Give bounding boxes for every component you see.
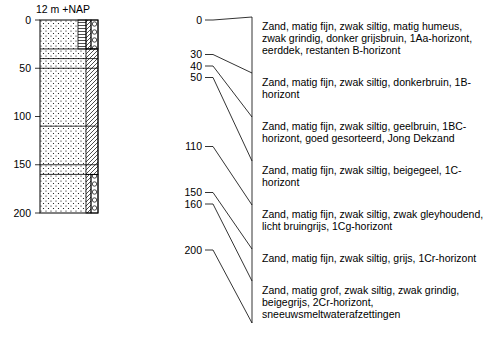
layer-description: Zand, matig fijn, zwak siltig, zwak gley…: [262, 208, 484, 232]
leader-lines: [205, 17, 252, 323]
layer-description: Zand, matig fijn, zwak siltig, grijs, 1C…: [262, 252, 484, 264]
leader-line: [213, 193, 252, 250]
leader-line: [213, 78, 252, 162]
axis-label: 0: [25, 15, 31, 26]
leader-line: [213, 17, 252, 20]
layer-description: Zand, matig fijn, zwak siltig, geelbruin…: [262, 120, 484, 144]
leader-line: [205, 204, 213, 205]
layer-boundaries: [40, 49, 98, 174]
elevation-label: 12 m +NAP: [36, 4, 90, 15]
leader-line: [213, 66, 252, 117]
depth-label: 160: [184, 199, 202, 210]
axis-label: 150: [13, 159, 31, 170]
depth-label: 150: [184, 187, 202, 198]
leader-line: [205, 66, 213, 67]
leader-line: [205, 146, 213, 147]
axis-label: 50: [19, 63, 31, 74]
leader-line: [205, 192, 213, 193]
layer-description: Zand, matig fijn, zwak siltig, matig hum…: [262, 20, 484, 56]
depth-label: 50: [190, 72, 202, 83]
leader-line: [205, 54, 213, 55]
layer-description: Zand, matig grof, zwak siltig, zwak grin…: [262, 284, 484, 320]
depth-label: 0: [196, 15, 202, 26]
humus-fill: [78, 20, 86, 49]
axis-label: 100: [13, 111, 31, 122]
axis-label: 200: [13, 208, 31, 219]
depth-label: 30: [190, 49, 202, 60]
leader-line: [252, 17, 253, 323]
axis-ticks: [35, 20, 40, 213]
depth-label: 110: [185, 141, 202, 152]
leader-line: [213, 250, 252, 323]
leader-line: [205, 20, 213, 21]
leader-line: [213, 204, 252, 281]
depth-label: 200: [184, 245, 202, 256]
leader-line: [205, 77, 213, 78]
depth-label: 40: [190, 61, 202, 72]
leader-line: [213, 147, 252, 206]
layer-description: Zand, matig fijn, zwak siltig, beigegeel…: [262, 164, 484, 188]
leader-line: [213, 55, 252, 74]
column-outline: [40, 20, 98, 213]
leader-line: [205, 250, 213, 251]
layer-description: Zand, matig fijn, zwak siltig, donkerbru…: [262, 76, 484, 100]
